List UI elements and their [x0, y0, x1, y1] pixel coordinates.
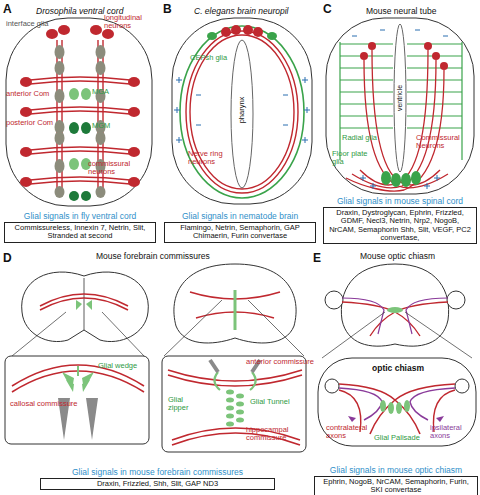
panel-title: Mouse optic chiasm — [360, 252, 435, 261]
part-label: longitudinal neurons — [104, 14, 156, 30]
panel-letter: A — [3, 3, 12, 16]
panel-title: Mouse neural tube — [366, 7, 436, 16]
signal-box: Glial signals in nematode brainFlamingo,… — [164, 222, 316, 243]
nematode-brain — [172, 18, 312, 204]
part-label: anterior commissure — [246, 358, 314, 366]
panel-letter: D — [3, 252, 12, 265]
signal-list: Commissureless, Innexin 7, Netrin, Slit,… — [8, 224, 152, 241]
part-label: Radial glia — [342, 134, 377, 142]
part-label: Commissural Neurons — [416, 134, 464, 150]
part-label: Glial Palisade — [374, 434, 420, 442]
signal-box: Glial signals in mouse spinal cordDraxin… — [323, 207, 477, 244]
box-heading: Glial signals in mouse forebrain commiss… — [37, 467, 278, 477]
part-label: MGA — [92, 88, 109, 96]
panel-letter: C — [323, 3, 332, 16]
part-label: contralateral axons — [326, 424, 378, 440]
part-label: hippocampal commissure — [246, 426, 304, 442]
part-label: posterior Com — [6, 119, 53, 127]
part-label: commissural neurons — [88, 160, 148, 176]
signal-list: Ephrin, NogoB, NrCAM, Semaphorin, Furin,… — [318, 478, 474, 495]
panel-title: C. elegans brain neuropil — [194, 7, 289, 16]
panel-title: Mouse forebrain commissures — [96, 252, 210, 261]
box-heading: Glial signals in nematode brain — [161, 211, 319, 221]
part-label: Floor plate glia — [332, 150, 372, 166]
signal-list: Draxin, Frizzled, Shh, Slit, GAP ND3 — [44, 480, 271, 488]
panel-letter: B — [163, 3, 172, 16]
box-heading: Glial signals in mouse optic chiasm — [311, 465, 480, 475]
signal-box: Glial signals in mouse forebrain commiss… — [40, 478, 275, 490]
part-label: Glial wedge — [98, 362, 137, 370]
box-heading: Glial signals in fly ventral cord — [1, 211, 159, 221]
part-label: anterior Com — [6, 90, 49, 98]
part-label: ventricle — [396, 85, 403, 111]
signal-list: Flamingo, Netrin, Semaphorin, GAP Chimae… — [168, 224, 312, 241]
signal-list: Draxin, Dystroglycan, Ephrin, Frizzled, … — [327, 209, 473, 242]
box-heading: Glial signals in mouse spinal cord — [320, 196, 480, 206]
part-label: callosal commissure — [10, 400, 78, 408]
part-label: interface glia — [6, 20, 49, 28]
part-label: Glial zipper — [168, 396, 204, 412]
part-label: optic chiasm — [372, 364, 424, 373]
part-label: Glial Tunnel — [250, 398, 290, 406]
fly-ventral-cord — [6, 18, 152, 206]
panel-letter: E — [313, 252, 321, 265]
optic-chiasm — [318, 264, 476, 446]
part-label: pharynx — [238, 97, 246, 124]
part-label: CEPsh glia — [190, 54, 227, 62]
part-label: MGM — [92, 122, 110, 130]
signal-box: Glial signals in mouse optic chiasmEphri… — [314, 476, 478, 495]
signal-box: Glial signals in fly ventral cordCommiss… — [4, 222, 156, 243]
part-label: ipsilateral axons — [430, 424, 472, 440]
mouse-neural-tube — [326, 18, 474, 194]
part-label: Nerve ring neurons — [188, 150, 232, 166]
